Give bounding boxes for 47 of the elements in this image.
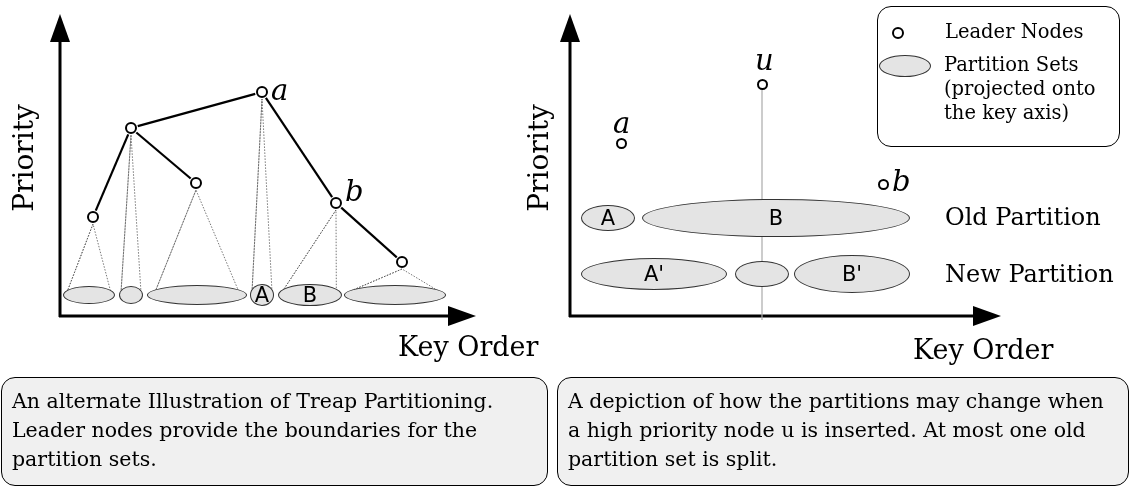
node-letter: a	[271, 76, 289, 105]
leader-node-circle	[256, 86, 268, 98]
row-label: New Partition	[945, 262, 1114, 286]
node-letter: u	[755, 46, 774, 75]
leader-node-circle	[877, 178, 889, 190]
node-letter: b	[892, 167, 911, 196]
projection-cone-lines	[283, 209, 337, 290]
partition-ellipse	[735, 261, 789, 287]
caption-text: A depiction of how the partitions may change when a high priority node u is inserted. At most one old partition set is split.	[568, 388, 1105, 473]
axis-label: Priority	[10, 104, 38, 212]
partition-ellipse	[147, 285, 247, 305]
caption-box	[1, 377, 548, 486]
projection-cone-lines	[120, 134, 142, 291]
axis-label: Key Order	[913, 336, 1054, 363]
partition-label: B'	[841, 263, 863, 285]
tree-edge	[264, 97, 334, 198]
legend-text: Leader Nodes	[945, 20, 1085, 44]
leader-node-circle	[330, 197, 342, 209]
projection-cone-lines	[67, 223, 111, 291]
node-letter: b	[345, 177, 364, 206]
partition-label: B	[302, 284, 318, 306]
leader-node-circle	[756, 78, 768, 90]
axis-label: Key Order	[398, 333, 539, 360]
partition-ellipse	[581, 205, 635, 231]
tree-edge	[340, 206, 398, 259]
leader-node-circle	[396, 256, 408, 268]
partition-label: A	[254, 284, 270, 306]
leader-node-circle	[87, 211, 99, 223]
projection-cone-lines	[155, 189, 239, 291]
partition-label: B	[768, 207, 784, 229]
tree-edge	[137, 92, 256, 128]
partition-label: A'	[643, 263, 665, 285]
axis-label: Priority	[525, 104, 553, 212]
caption-text: An alternate Illustration of Treap Partitioning. Leader nodes provide the boundaries for the partition sets.	[12, 388, 495, 473]
partition-ellipse	[63, 286, 115, 304]
node-letter: a	[613, 109, 631, 138]
leader-node-circle	[615, 137, 627, 149]
row-label: Old Partition	[945, 205, 1101, 229]
partition-ellipse	[278, 284, 342, 306]
partition-ellipse	[119, 286, 143, 304]
caption-box	[557, 377, 1129, 486]
leader-node-circle	[190, 177, 202, 189]
tree-edge	[94, 134, 130, 211]
partition-label: A	[600, 207, 616, 229]
leader-node-circle	[125, 122, 137, 134]
tree-edge	[135, 131, 192, 180]
legend-text: Partition Sets (projected onto the key axis)	[944, 53, 1097, 125]
